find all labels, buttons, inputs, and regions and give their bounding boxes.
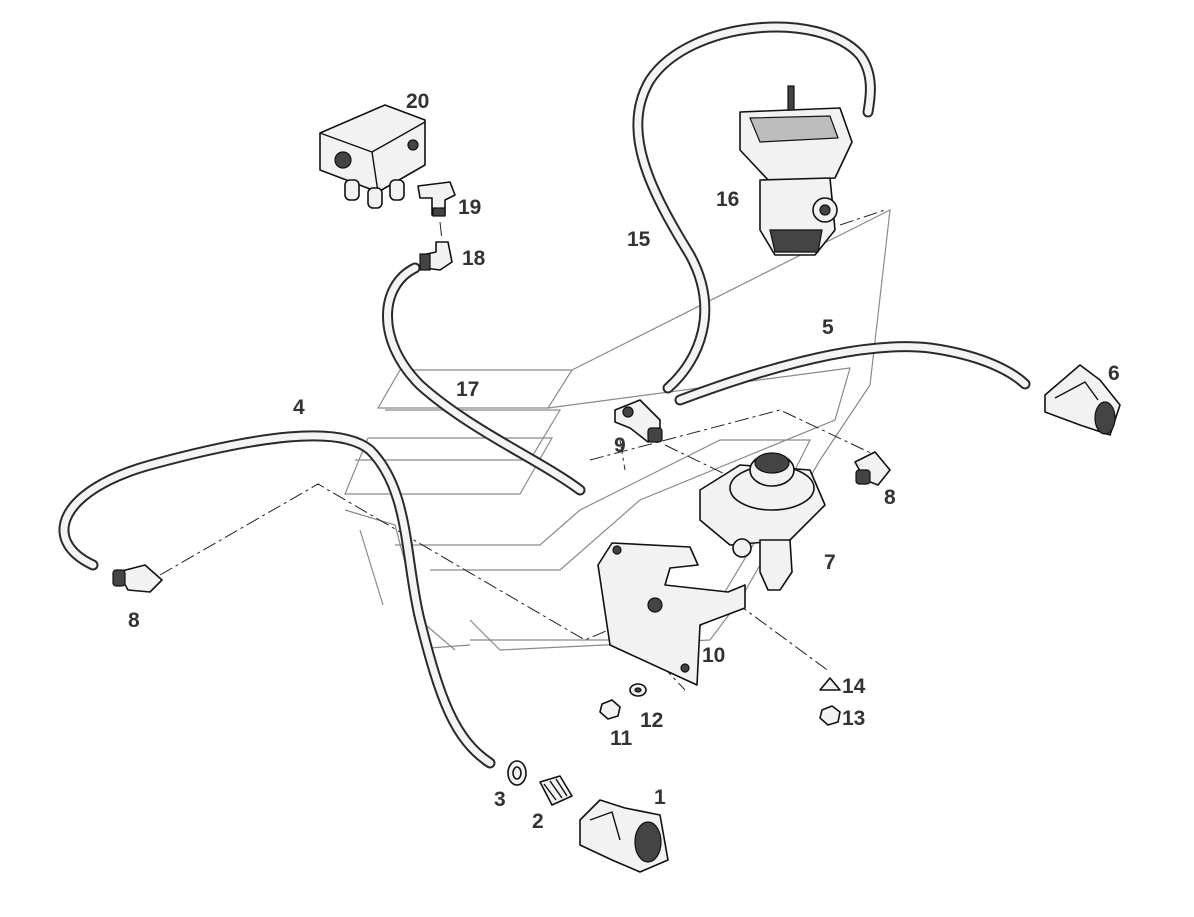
- label-part-3: 3: [494, 788, 506, 811]
- hose-17: [382, 262, 586, 496]
- coupling-head-6: [1044, 364, 1121, 436]
- coupling-head-1: [579, 799, 669, 873]
- elbow-fitting-19: [417, 181, 456, 217]
- label-part-10: 10: [702, 644, 725, 667]
- nut-13: [819, 705, 841, 726]
- label-part-18: 18: [462, 247, 486, 270]
- label-part-4: 4: [293, 396, 305, 419]
- label-part-8-left: 8: [128, 609, 140, 632]
- nut-11: [599, 699, 621, 720]
- control-valve-7: [699, 452, 826, 591]
- label-part-17: 17: [456, 378, 479, 401]
- hose-15: [632, 21, 876, 394]
- hose-4: [58, 430, 496, 769]
- label-part-15: 15: [627, 228, 651, 251]
- label-part-5: 5: [822, 316, 834, 339]
- label-part-16: 16: [716, 188, 739, 211]
- hose-5: [674, 341, 1031, 406]
- label-part-20: 20: [406, 90, 429, 113]
- label-part-8-right: 8: [884, 486, 896, 509]
- brake-valve-16: [739, 85, 853, 256]
- label-part-2: 2: [532, 810, 544, 833]
- elbow-fitting-18: [419, 241, 453, 271]
- label-part-7: 7: [824, 551, 836, 574]
- label-part-13: 13: [842, 707, 865, 730]
- washer-14: [819, 677, 841, 691]
- label-part-1: 1: [654, 786, 666, 809]
- label-part-11: 11: [610, 727, 633, 750]
- washer-3: [507, 760, 527, 786]
- label-part-6: 6: [1108, 362, 1120, 385]
- tee-fitting-9: [614, 399, 663, 443]
- bracket-10: [597, 542, 746, 686]
- label-part-19: 19: [458, 196, 481, 219]
- part-labels: 1 2 3 4 5 6 7 8 8 9 10 11 12 13 14 15 16…: [128, 90, 1120, 833]
- elbow-fitting-8-right: [854, 451, 891, 486]
- valve-block-20: [319, 104, 426, 209]
- washer-12: [629, 683, 647, 697]
- elbow-fitting-8-left: [112, 564, 163, 593]
- label-part-14: 14: [842, 675, 866, 698]
- nipple-fitting-2: [539, 775, 573, 806]
- label-part-9: 9: [614, 434, 626, 457]
- label-part-12: 12: [640, 709, 663, 732]
